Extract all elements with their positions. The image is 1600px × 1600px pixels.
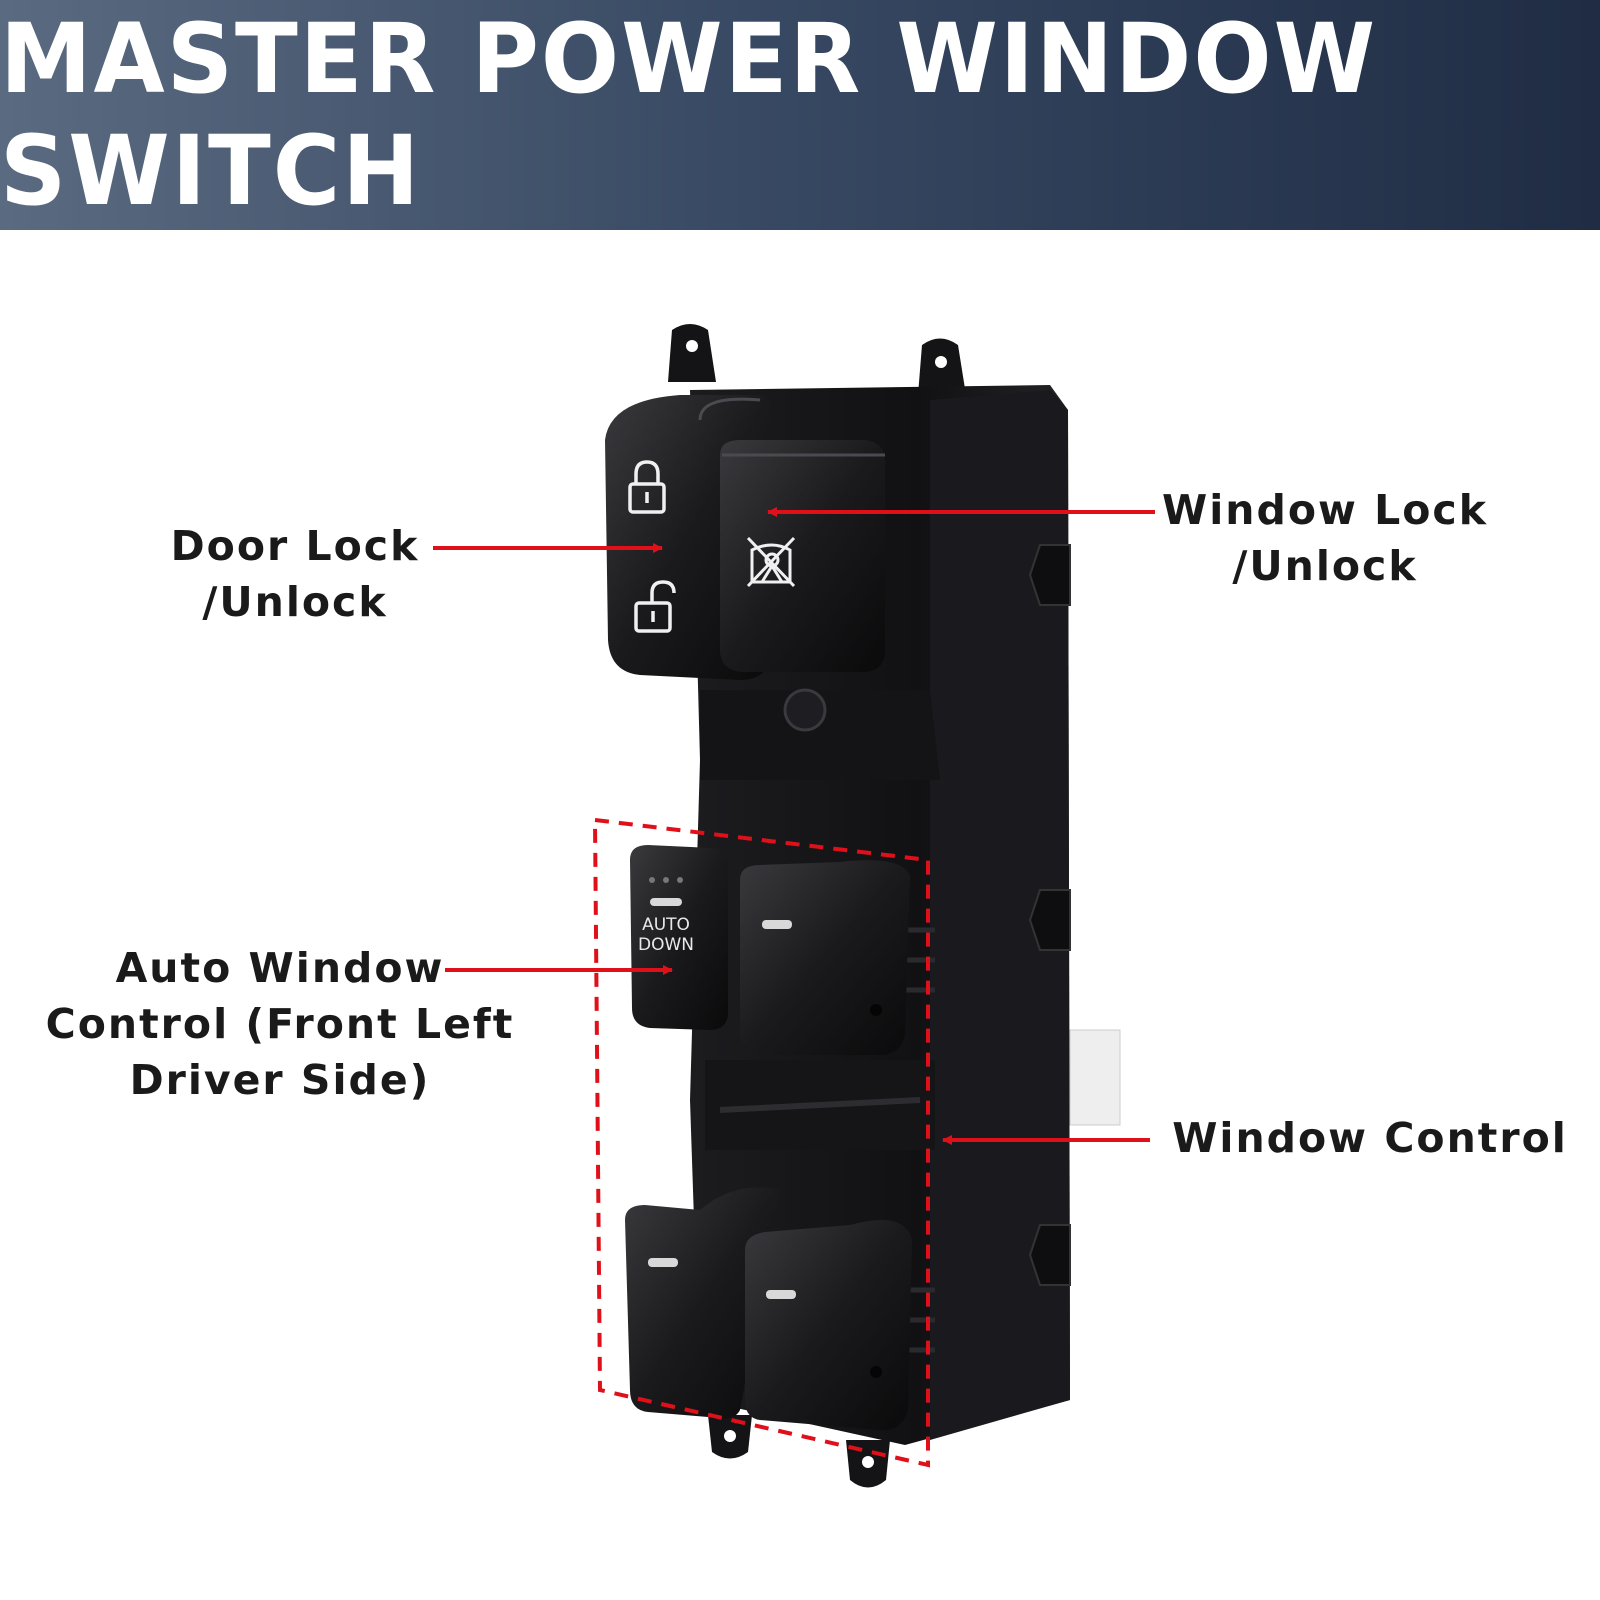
auto-window-callout: Auto Window Control (Front Left Driver S… — [40, 940, 520, 1108]
window-button-front-right — [740, 860, 910, 1055]
auto-label: AUTO — [642, 915, 690, 935]
window-lock-line1: Window Lock — [1162, 486, 1488, 534]
window-lock-button — [720, 440, 885, 672]
window-button-rear-left — [625, 1187, 780, 1419]
auto-down-window-button: AUTO DOWN — [630, 845, 728, 1030]
window-lock-callout: Window Lock /Unlock — [1160, 482, 1490, 594]
window-lock-icon — [746, 536, 796, 588]
lock-open-icon — [634, 580, 676, 633]
door-lock-line2: /Unlock — [202, 578, 388, 626]
window-control-callout: Window Control — [1160, 1110, 1580, 1166]
door-lock-line1: Door Lock — [170, 522, 420, 570]
banner-title: MASTER POWER WINDOW SWITCH — [0, 2, 1378, 228]
door-lock-callout: Door Lock /Unlock — [160, 518, 430, 630]
auto-window-line1: Auto Window — [115, 944, 445, 992]
window-lock-line2: /Unlock — [1232, 542, 1418, 590]
mounting-tabs — [668, 324, 966, 1488]
highlight-box — [592, 817, 930, 1468]
window-button-rear-right — [745, 1220, 912, 1431]
title-banner: MASTER POWER WINDOW SWITCH — [0, 0, 1600, 230]
auto-window-line2: Control (Front Left — [45, 1000, 515, 1048]
lock-closed-icon — [628, 460, 666, 514]
auto-window-line3: Driver Side) — [129, 1056, 431, 1104]
down-label: DOWN — [638, 935, 694, 955]
window-control-line1: Window Control — [1172, 1114, 1568, 1162]
